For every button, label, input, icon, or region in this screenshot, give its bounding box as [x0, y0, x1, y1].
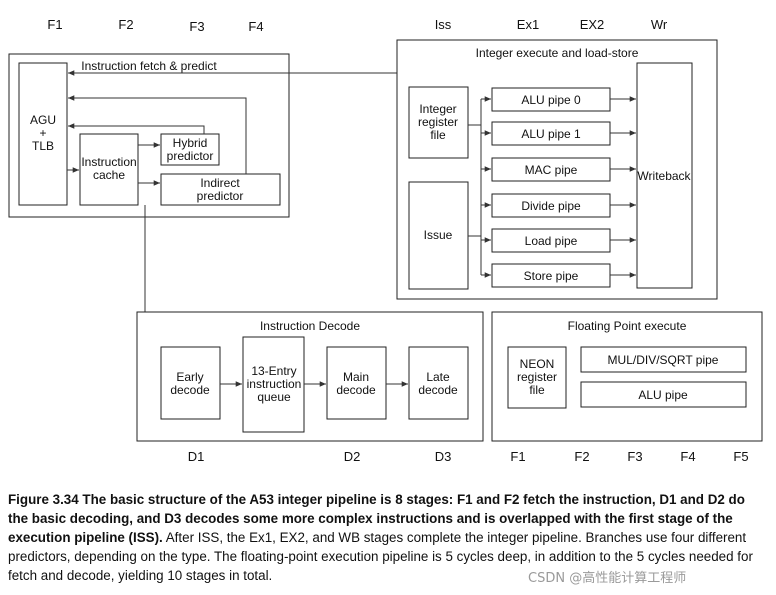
stage-label-bottom: F5 — [733, 449, 748, 464]
writeback-label: Writeback — [637, 169, 691, 183]
neon-register-file-label: register — [517, 370, 557, 384]
agu-tlb-box — [18, 62, 68, 206]
integer-group-title: Integer execute and load-store — [476, 46, 639, 60]
indirect-predictor-box — [160, 173, 281, 206]
stage-label-top: Ex1 — [517, 17, 539, 32]
fp-alu-pipe-label: ALU pipe — [638, 388, 688, 402]
stage-label-bottom: F2 — [574, 449, 589, 464]
agu-label: AGU — [30, 113, 56, 127]
integer-register-file-label: file — [430, 128, 446, 142]
load-pipe-label: Load pipe — [525, 234, 578, 248]
stage-label-top: F3 — [189, 19, 204, 34]
stage-label-top: F4 — [248, 19, 263, 34]
instruction-queue-label: instruction — [247, 377, 302, 391]
stage-label-top: EX2 — [580, 17, 605, 32]
fp-muldiv-pipe-box — [580, 346, 747, 373]
fp-alu-pipe-box — [580, 381, 747, 408]
indirect-predictor-label: Indirect — [200, 176, 240, 190]
pipeline-diagram: F1 F2 F3 F4 Iss Ex1 EX2 Wr Instruction f… — [8, 17, 763, 464]
mac-pipe-label: MAC pipe — [525, 163, 578, 177]
hybrid-predictor-box — [160, 133, 220, 166]
integer-register-file-label: Integer — [419, 102, 456, 116]
stage-label-bottom: D1 — [188, 449, 205, 464]
stage-label-top: Wr — [651, 17, 668, 32]
caption-lead: Figure 3.34 The basic structure of the A… — [8, 492, 745, 545]
hybrid-predictor-label: Hybrid — [173, 136, 208, 150]
watermark: CSDN @高性能计算工程师 — [528, 571, 687, 586]
integer-register-file-box — [408, 86, 469, 159]
integer-register-file-label: register — [418, 115, 458, 129]
stage-label-top: F1 — [47, 17, 62, 32]
arrow-indirect-feedback — [68, 95, 247, 174]
neon-register-file-box — [507, 346, 567, 409]
main-decode-label: decode — [336, 383, 376, 397]
early-decode-box — [160, 346, 221, 420]
caption-body: After ISS, the Ex1, EX2, and WB stages c… — [8, 530, 753, 583]
alu-pipe-0-label: ALU pipe 0 — [521, 93, 581, 107]
early-decode-label: Early — [176, 370, 203, 384]
stage-label-bottom: D2 — [344, 449, 361, 464]
stage-label-bottom: F1 — [510, 449, 525, 464]
late-decode-label: decode — [418, 383, 458, 397]
alu-pipe-1-label: ALU pipe 1 — [521, 127, 581, 141]
instruction-cache-label: cache — [93, 168, 125, 182]
divide-pipe-label: Divide pipe — [521, 199, 581, 213]
instruction-cache-box — [79, 133, 139, 206]
stage-label-bottom: F4 — [680, 449, 695, 464]
issue-label: Issue — [424, 228, 453, 242]
arrow-hybrid-feedback — [68, 123, 205, 134]
stage-label-bottom: F3 — [627, 449, 642, 464]
neon-register-file-label: file — [529, 383, 545, 397]
main-decode-box — [326, 346, 387, 420]
stage-label-bottom: D3 — [435, 449, 452, 464]
writeback-box — [636, 62, 693, 289]
fp-muldiv-pipe-label: MUL/DIV/SQRT pipe — [608, 353, 719, 367]
late-decode-box — [408, 346, 469, 420]
instruction-cache-label: Instruction — [81, 155, 136, 169]
store-pipe-label: Store pipe — [524, 269, 579, 283]
indirect-predictor-label: predictor — [197, 189, 244, 203]
agu-label: TLB — [32, 139, 54, 153]
early-decode-label: decode — [170, 383, 210, 397]
stage-label-top: Iss — [435, 17, 452, 32]
agu-label: + — [39, 126, 46, 140]
fp-group-title: Floating Point execute — [568, 319, 687, 333]
late-decode-label: Late — [426, 370, 450, 384]
stage-label-top: F2 — [118, 17, 133, 32]
neon-register-file-label: NEON — [520, 357, 555, 371]
fetch-group-title: Instruction fetch & predict — [81, 59, 217, 73]
instruction-queue-label: 13-Entry — [251, 364, 296, 378]
instruction-queue-box — [242, 336, 305, 433]
hybrid-predictor-label: predictor — [167, 149, 214, 163]
main-decode-label: Main — [343, 370, 369, 384]
figure-caption: Figure 3.34 The basic structure of the A… — [8, 490, 764, 585]
instruction-queue-label: queue — [257, 390, 291, 404]
decode-group-title: Instruction Decode — [260, 319, 360, 333]
